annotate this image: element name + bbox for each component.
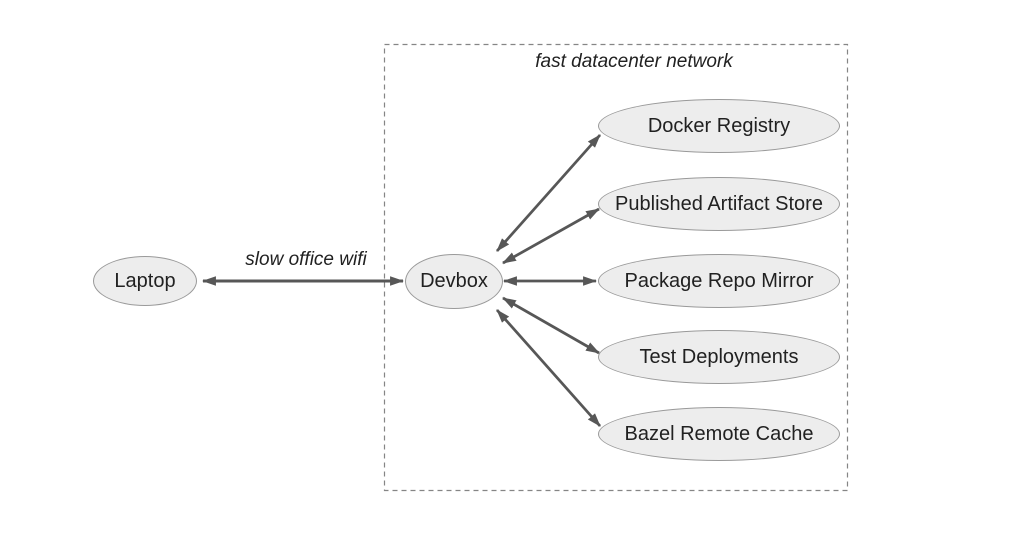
node-docker-registry: Docker Registry [598,99,840,153]
edge-devbox-published-artifact-store [502,207,600,265]
node-published-artifact-store-label: Published Artifact Store [615,192,823,215]
node-package-repo-mirror: Package Repo Mirror [598,254,840,308]
node-devbox-label: Devbox [420,270,488,292]
edge-devbox-test-deployments [502,296,600,355]
node-bazel-remote-cache-label: Bazel Remote Cache [624,422,814,445]
edge-label-slow-office-wifi: slow office wifi [245,249,367,270]
datacenter-boundary-box [383,43,849,492]
node-package-repo-mirror-label: Package Repo Mirror [624,269,814,292]
edge-devbox-bazel-remote-cache [495,309,602,427]
node-test-deployments: Test Deployments [598,330,840,384]
node-devbox: Devbox [405,254,503,309]
node-laptop: Laptop [93,256,197,306]
datacenter-boundary-label: fast datacenter network [535,51,733,72]
node-docker-registry-label: Docker Registry [647,114,791,137]
node-test-deployments-label: Test Deployments [639,345,799,368]
node-bazel-remote-cache: Bazel Remote Cache [598,407,840,461]
node-laptop-label: Laptop [114,269,176,292]
node-published-artifact-store: Published Artifact Store [598,177,840,231]
edge-devbox-docker-registry [495,134,602,252]
